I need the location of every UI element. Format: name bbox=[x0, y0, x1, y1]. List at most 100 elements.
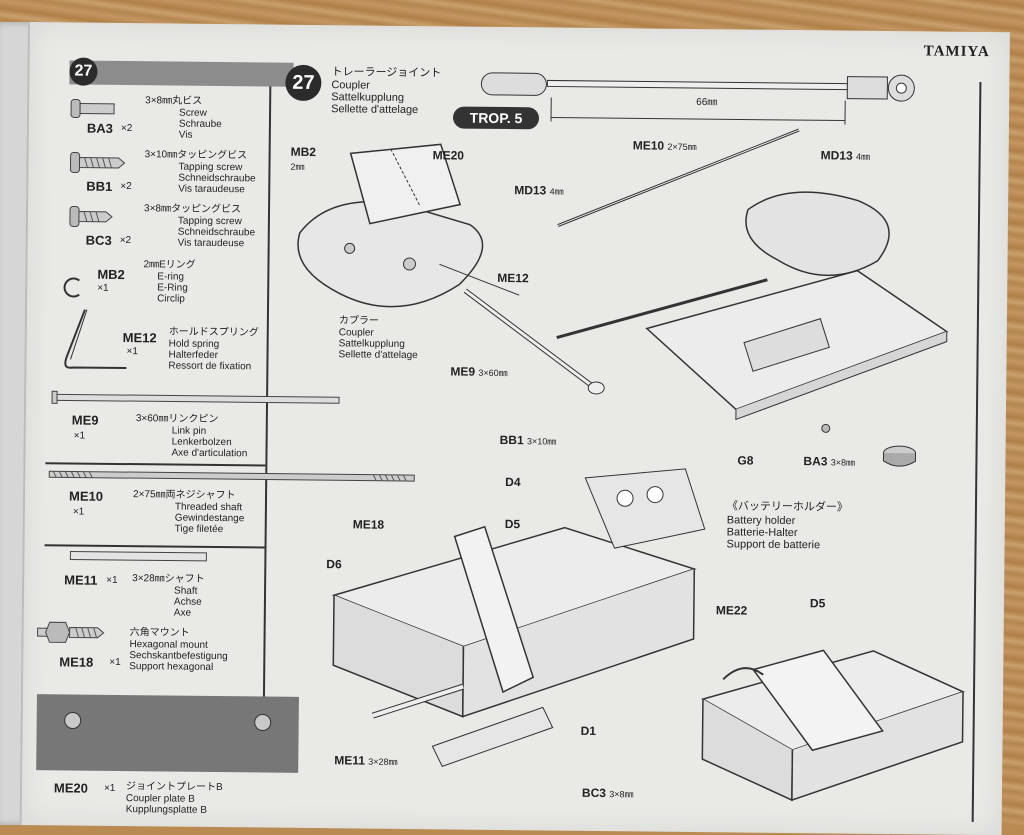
coupler-label-en: Coupler bbox=[339, 327, 374, 338]
dimension-label: 66㎜ bbox=[693, 97, 720, 108]
brand-logo: TAMIYA bbox=[924, 43, 990, 61]
callout-mb2-dim: 2㎜ bbox=[290, 162, 304, 172]
part-name-jp: ホールドスプリング bbox=[169, 326, 259, 338]
callout-me12: ME12 bbox=[497, 271, 529, 285]
callout-bb1-dim: 3×10㎜ bbox=[527, 436, 556, 446]
part-code: ME11 bbox=[64, 572, 97, 587]
part-name-jp: 六角マウント bbox=[130, 627, 190, 639]
part-qty: ×1 bbox=[126, 346, 138, 357]
callout-ba3: BA3 3×8㎜ bbox=[803, 454, 855, 469]
part-item-me20: ME20 ×1 ジョイントプレートB Coupler plate B Kuppl… bbox=[32, 694, 313, 827]
part-qty: ×1 bbox=[104, 783, 116, 794]
part-item-me11: ME11 ×1 3×28㎜シャフト Shaft Achse Axe bbox=[44, 550, 265, 612]
part-code: ME10 bbox=[69, 488, 103, 503]
coupler-plate-icon bbox=[36, 694, 303, 777]
e-ring-icon bbox=[59, 274, 85, 300]
battery-holder-illustration bbox=[312, 465, 735, 769]
callout-me10-dim: 2×75㎜ bbox=[667, 142, 696, 152]
step-title-de: Sattelkupplung bbox=[331, 92, 404, 104]
part-qty: ×2 bbox=[120, 235, 132, 246]
part-name-fr: Support hexagonal bbox=[129, 661, 213, 673]
callout-bc3: BC3 3×8㎜ bbox=[582, 786, 634, 801]
callout-me9: ME9 3×60㎜ bbox=[450, 364, 507, 379]
part-item-bb1: BB1 ×2 3×10㎜タッピングビス Tapping screw Schnei… bbox=[68, 148, 269, 205]
manual-page: TAMIYA 27 BA3 ×2 3×8㎜丸ビス Screw Schraube … bbox=[20, 22, 1010, 835]
divider bbox=[45, 544, 265, 548]
battery-label-jp: 《バッテリーホルダー》 bbox=[727, 501, 848, 513]
parts-header-bar bbox=[69, 60, 293, 86]
part-code: MB2 bbox=[97, 267, 125, 282]
part-name-de: Lenkerbolzen bbox=[172, 437, 232, 449]
battery-label-en: Battery holder bbox=[727, 515, 796, 527]
part-item-me10: ME10 ×1 2×75㎜両ネジシャフト Threaded shaft Gewi… bbox=[45, 468, 266, 540]
part-name-jp: 3×28㎜シャフト bbox=[132, 573, 205, 585]
callout-me20: ME20 bbox=[433, 148, 465, 162]
coupler-label-jp: カプラー bbox=[339, 315, 379, 326]
callout-me22: ME22 bbox=[716, 603, 748, 617]
shaft-icon bbox=[70, 550, 210, 563]
callout-d6: D6 bbox=[326, 557, 341, 571]
callout-bb1-code: BB1 bbox=[500, 433, 524, 447]
part-name-fr: Vis bbox=[179, 130, 193, 141]
part-code: BB1 bbox=[86, 179, 112, 194]
link-pin-illustration bbox=[458, 287, 609, 399]
part-name-en: Hexagonal mount bbox=[129, 639, 208, 651]
part-name-en: Tapping screw bbox=[178, 216, 242, 228]
callout-d4: D4 bbox=[505, 475, 520, 489]
part-name-en: Link pin bbox=[172, 426, 207, 437]
part-name-de: Schneidschraube bbox=[178, 173, 255, 185]
part-name-fr: Vis taraudeuse bbox=[178, 184, 245, 196]
part-qty: ×2 bbox=[121, 123, 133, 134]
part-code: BA3 bbox=[87, 121, 113, 136]
magnet-icon bbox=[881, 443, 921, 469]
part-name-en: Coupler plate B bbox=[126, 793, 195, 805]
part-name-en: Tapping screw bbox=[178, 162, 242, 174]
chassis-plate-illustration bbox=[626, 178, 959, 431]
part-code: BC3 bbox=[86, 233, 112, 248]
callout-md13-right: MD13 4㎜ bbox=[821, 148, 871, 163]
part-item-me18: ME18 ×1 六角マウント Hexagonal mount Sechskant… bbox=[37, 614, 264, 686]
part-name-fr: Vis taraudeuse bbox=[178, 238, 245, 250]
callout-md13-right-code: MD13 bbox=[821, 148, 853, 162]
callout-bc3-code: BC3 bbox=[582, 786, 606, 800]
callout-bb1: BB1 3×10㎜ bbox=[500, 433, 557, 448]
step-title-fr: Sellette d'attelage bbox=[331, 104, 418, 116]
part-name-de: Schneidschraube bbox=[178, 227, 255, 239]
part-qty: ×2 bbox=[120, 181, 132, 192]
callout-me9-code: ME9 bbox=[450, 364, 475, 378]
part-item-me9: ME9 ×1 3×60㎜リンクピン Link pin Lenkerbolzen … bbox=[45, 390, 266, 462]
part-code: ME18 bbox=[59, 654, 93, 669]
callout-d5: D5 bbox=[505, 517, 520, 531]
part-name-en: Threaded shaft bbox=[175, 502, 242, 514]
callout-ba3-dim: 3×8㎜ bbox=[831, 457, 855, 467]
part-code: ME20 bbox=[54, 780, 88, 795]
callout-md13-left-dim: 4㎜ bbox=[550, 186, 564, 196]
callout-me11-dim: 3×28㎜ bbox=[368, 757, 397, 767]
callout-md13-left-code: MD13 bbox=[514, 183, 546, 197]
part-name-fr: Ressort de fixation bbox=[168, 360, 251, 372]
link-pin-icon bbox=[52, 390, 352, 407]
callout-md13-right-dim: 4㎜ bbox=[856, 152, 870, 162]
hexagonal-mount-icon bbox=[37, 616, 107, 651]
part-qty: ×1 bbox=[106, 575, 118, 586]
battery-label-de: Batterie-Halter bbox=[727, 527, 798, 539]
part-name-de: Halterfeder bbox=[168, 349, 218, 361]
part-name-jp: 3×10㎜タッピングビス bbox=[145, 149, 248, 161]
part-name-jp: 3×60㎜リンクピン bbox=[136, 413, 219, 425]
callout-d1: D1 bbox=[581, 724, 596, 738]
callout-g8: G8 bbox=[737, 453, 753, 467]
part-name-jp: 3×8㎜タッピングビス bbox=[144, 203, 241, 215]
callout-me11-code: ME11 bbox=[334, 753, 365, 767]
part-qty: ×1 bbox=[73, 506, 85, 517]
coupler-label-de: Sattelkupplung bbox=[339, 338, 405, 350]
part-qty: ×1 bbox=[74, 431, 86, 442]
callout-mb2: MB2 bbox=[291, 145, 316, 159]
part-item-me12: ME12 ×1 ホールドスプリング Hold spring Halterfede… bbox=[56, 307, 267, 379]
part-item-ba3: BA3 ×2 3×8㎜丸ビス Screw Schraube Vis bbox=[69, 94, 270, 151]
part-name-en: E-ring bbox=[157, 271, 184, 282]
callout-d5-finished: D5 bbox=[810, 596, 825, 610]
step-title-en: Coupler bbox=[331, 80, 370, 91]
tapping-screw-icon bbox=[68, 148, 128, 179]
page-border-right bbox=[972, 82, 981, 822]
callout-md13-left: MD13 4㎜ bbox=[514, 183, 564, 198]
